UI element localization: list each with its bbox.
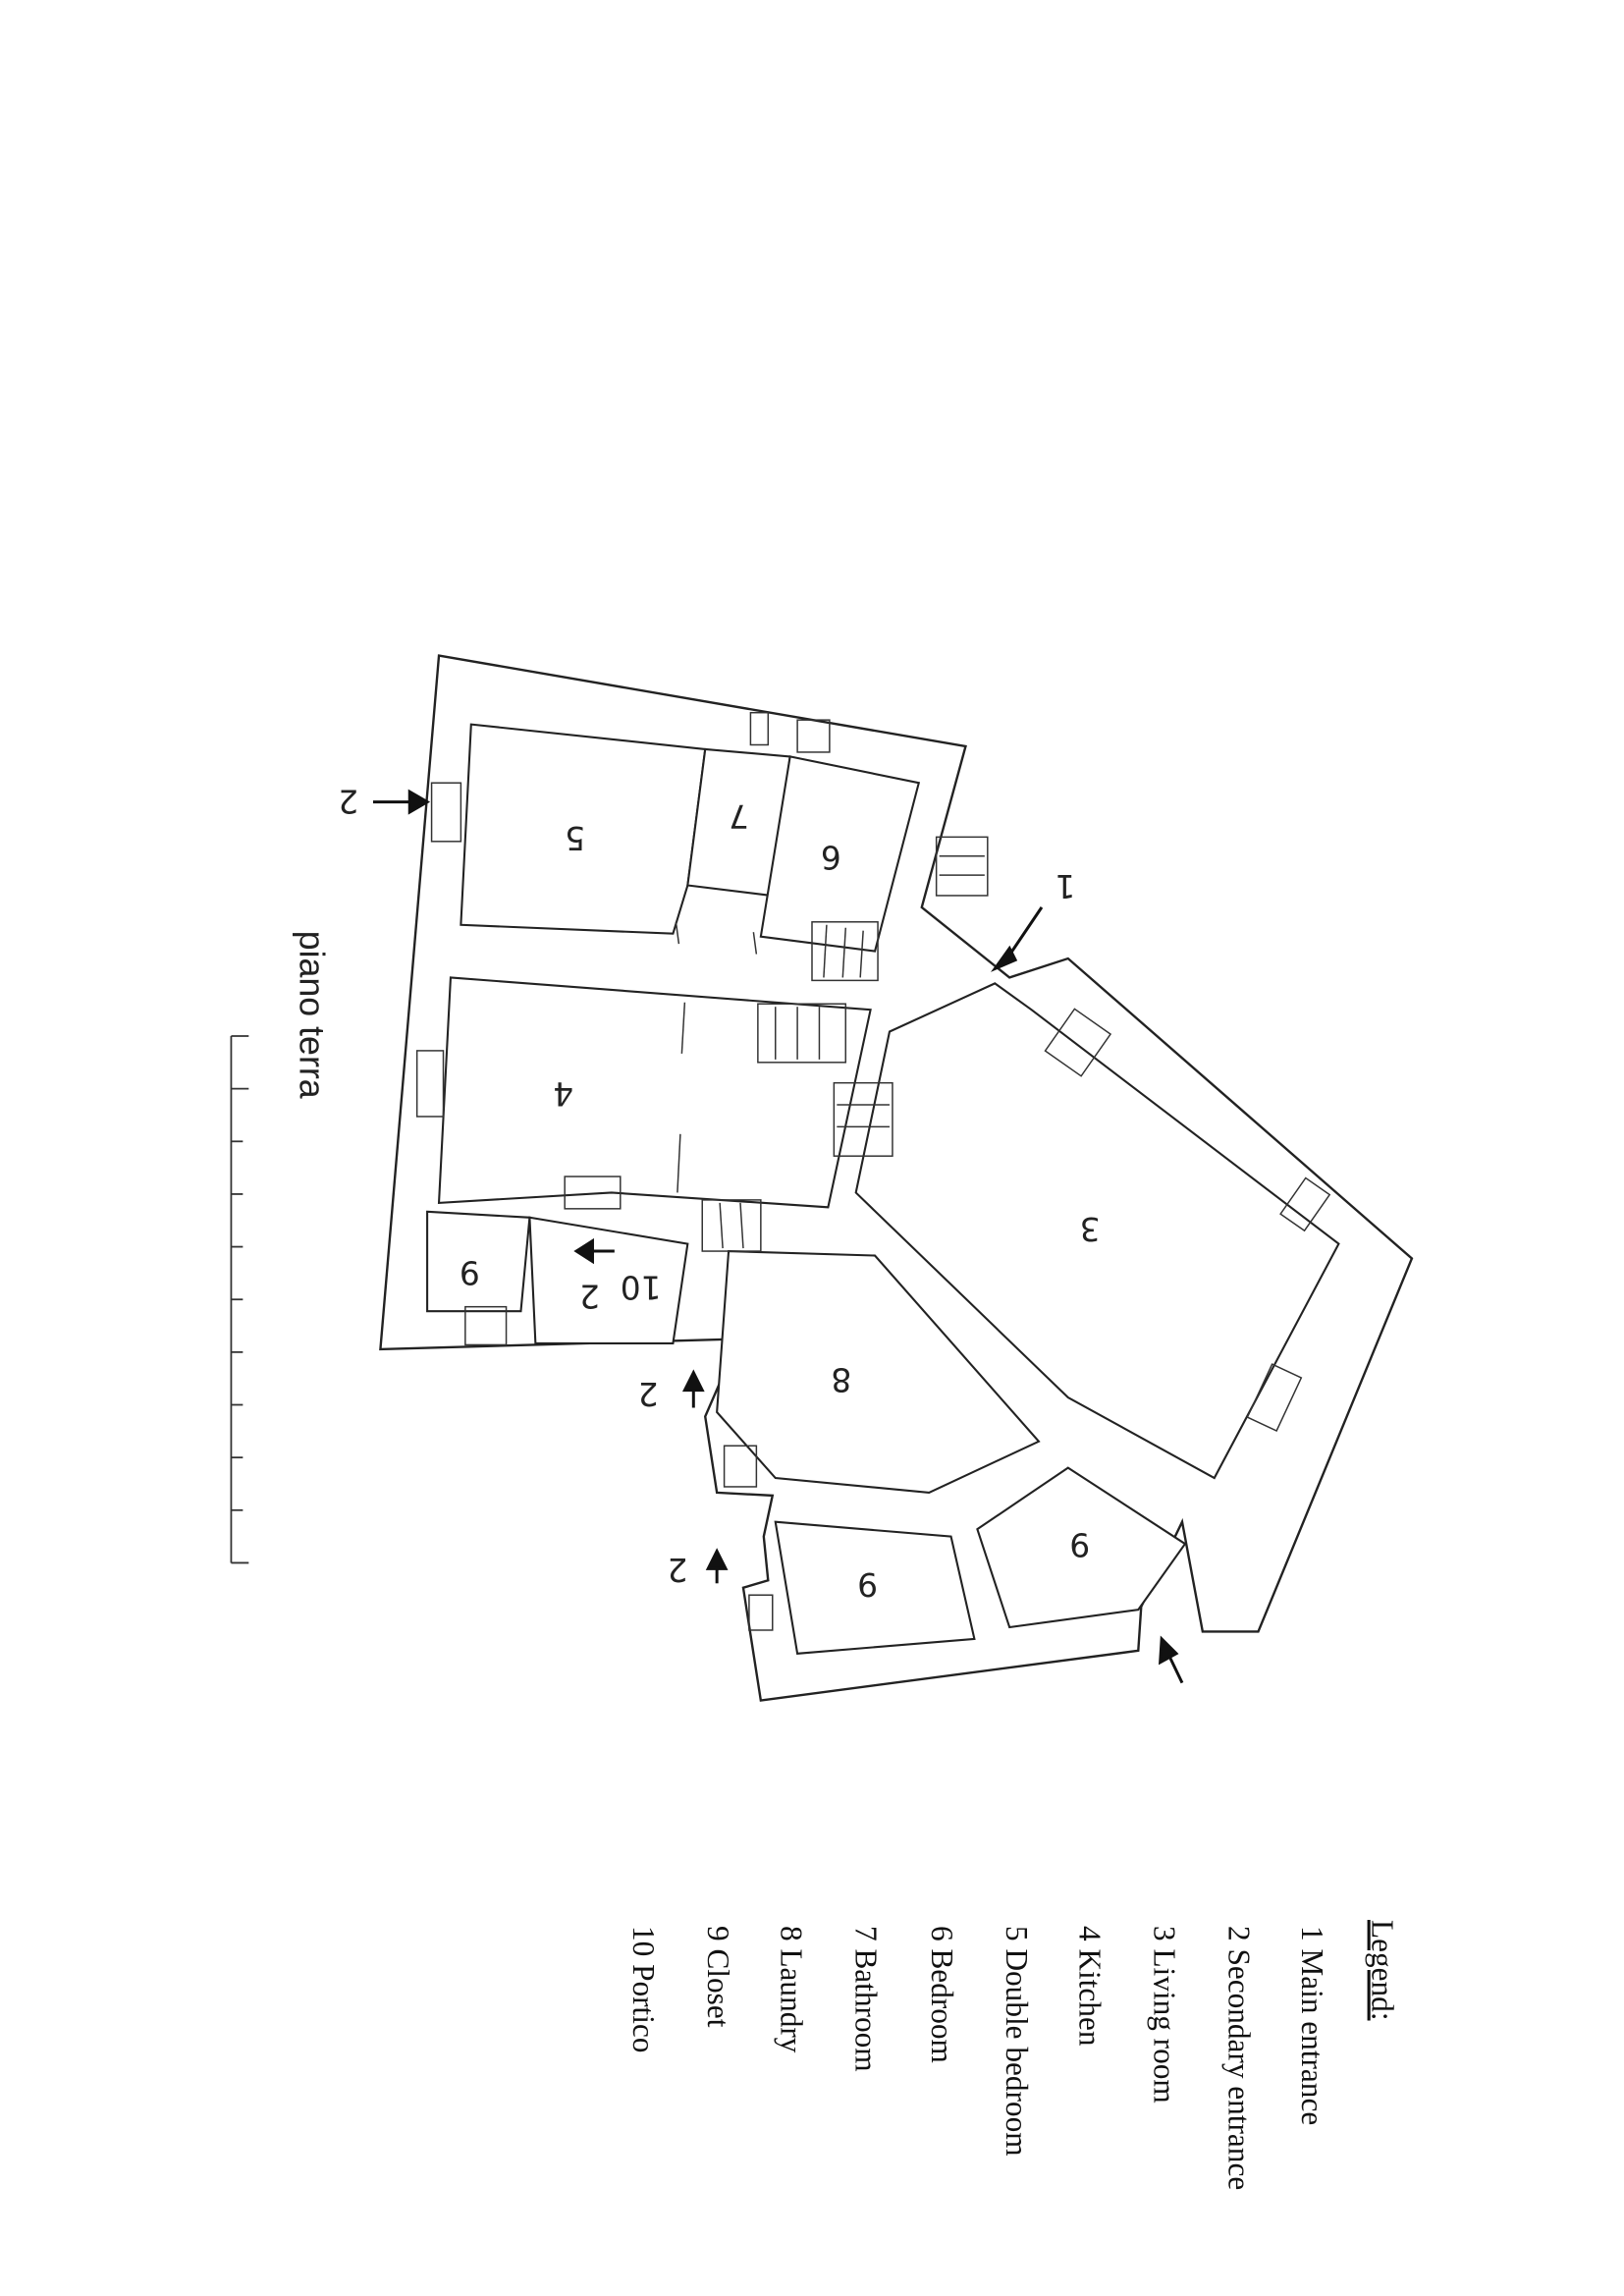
- legend-item: 6 Bedroom: [925, 1926, 959, 2063]
- legend-item: 2 Secondary entrance: [1222, 1926, 1257, 2190]
- label-room-4: 4: [553, 1075, 573, 1113]
- building-outline: [379, 654, 1414, 1702]
- rooms: [415, 711, 1340, 1655]
- label-entrance-2d: 2: [667, 1551, 687, 1588]
- legend-item: 1 Main entrance: [1295, 1926, 1329, 2125]
- legend-item: 3 Living room: [1148, 1926, 1182, 2104]
- room-9-closet-right: [976, 1466, 1187, 1629]
- legend-item: 8 Laundry: [775, 1926, 809, 2053]
- room-6-bedroom: [759, 755, 921, 953]
- label-entrance-2b: 2: [579, 1277, 600, 1314]
- arrow-icon: [372, 789, 1184, 1684]
- legend-item: 7 Bathroom: [849, 1926, 884, 2072]
- room-4-kitchen: [437, 976, 872, 1209]
- legend-item: 9 Closet: [701, 1926, 735, 2028]
- label-room-10: 10: [621, 1268, 662, 1305]
- label-room-9a: 9: [460, 1253, 480, 1290]
- room-5-double-bedroom: [460, 723, 707, 935]
- room-9-closet-left: [426, 1210, 531, 1313]
- label-room-5: 5: [565, 819, 585, 856]
- room-9-closet-lower: [774, 1520, 976, 1655]
- label-entrance-2a: 2: [338, 783, 358, 820]
- scale-bar: [230, 1035, 249, 1564]
- windows-and-stairs: [415, 711, 1331, 1631]
- room-10-portico: [528, 1216, 689, 1344]
- label-entrance-1: 1: [1055, 867, 1075, 904]
- label-room-8: 8: [831, 1360, 851, 1397]
- label-room-6: 6: [821, 838, 841, 875]
- legend-title: Legend:: [1366, 1920, 1400, 2021]
- entrance-markers: 1 2 2 2 2: [338, 783, 1184, 1684]
- label-room-9b: 9: [1069, 1526, 1090, 1563]
- label-room-9c: 9: [857, 1565, 878, 1603]
- legend-item: 4 Kitchen: [1073, 1926, 1108, 2047]
- room-3-living-room: [854, 982, 1340, 1480]
- room-8-laundry: [716, 1249, 1041, 1494]
- plan-title: piano terra: [292, 931, 331, 1099]
- label-entrance-2c: 2: [638, 1375, 659, 1412]
- legend-item: 10 Portico: [626, 1926, 661, 2052]
- legend-item: 5 Double bedroom: [1000, 1926, 1034, 2157]
- room-labels: 5 7 6 4 9 10 3 8 9 9: [460, 797, 1101, 1603]
- label-room-7: 7: [729, 797, 749, 835]
- label-room-3: 3: [1080, 1210, 1101, 1247]
- legend: Legend: 1 Main entrance 2 Secondary entr…: [626, 1920, 1399, 2190]
